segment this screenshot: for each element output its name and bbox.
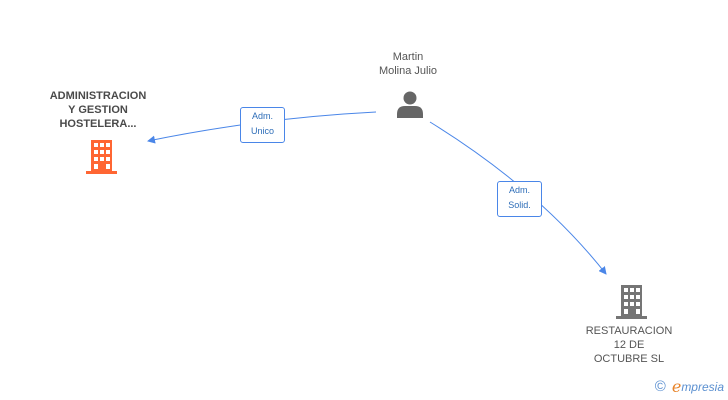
building-icon[interactable] — [616, 285, 647, 319]
company-restauracion-line2: 12 DE — [613, 339, 645, 351]
company-restauracion-line3: OCTUBRE SL — [593, 353, 665, 365]
role-badge-adm-unico[interactable]: Adm. Unico — [240, 107, 285, 143]
building-icon[interactable] — [86, 140, 117, 174]
role-badge-line2: Unico — [250, 126, 274, 136]
copyright-symbol: © — [654, 378, 666, 395]
empresia-watermark: © e mpresia — [655, 377, 724, 396]
person-name-line1: Martin — [392, 51, 424, 63]
company-administracion-line1: ADMINISTRACION — [49, 90, 147, 102]
role-badge-line1: Adm. — [508, 185, 530, 195]
person-name[interactable]: Martin Molina Julio — [358, 50, 458, 78]
role-badge-adm-solid[interactable]: Adm. Solid. — [497, 181, 542, 217]
company-administracion-line2: Y GESTION — [68, 104, 128, 116]
company-restauracion-name[interactable]: RESTAURACION 12 DE OCTUBRE SL — [574, 324, 684, 366]
person-name-line2: Molina Julio — [378, 65, 438, 77]
role-badge-line2: Solid. — [508, 200, 531, 210]
company-administracion-line3: HOSTELERA... — [59, 118, 137, 130]
company-restauracion-line1: RESTAURACION — [585, 325, 673, 337]
brand-initial: e — [671, 377, 682, 396]
brand-name: mpresia — [681, 379, 724, 394]
person-icon[interactable] — [396, 90, 424, 118]
role-badge-line1: Adm. — [251, 111, 273, 121]
company-administracion-name[interactable]: ADMINISTRACION Y GESTION HOSTELERA... — [38, 89, 158, 131]
